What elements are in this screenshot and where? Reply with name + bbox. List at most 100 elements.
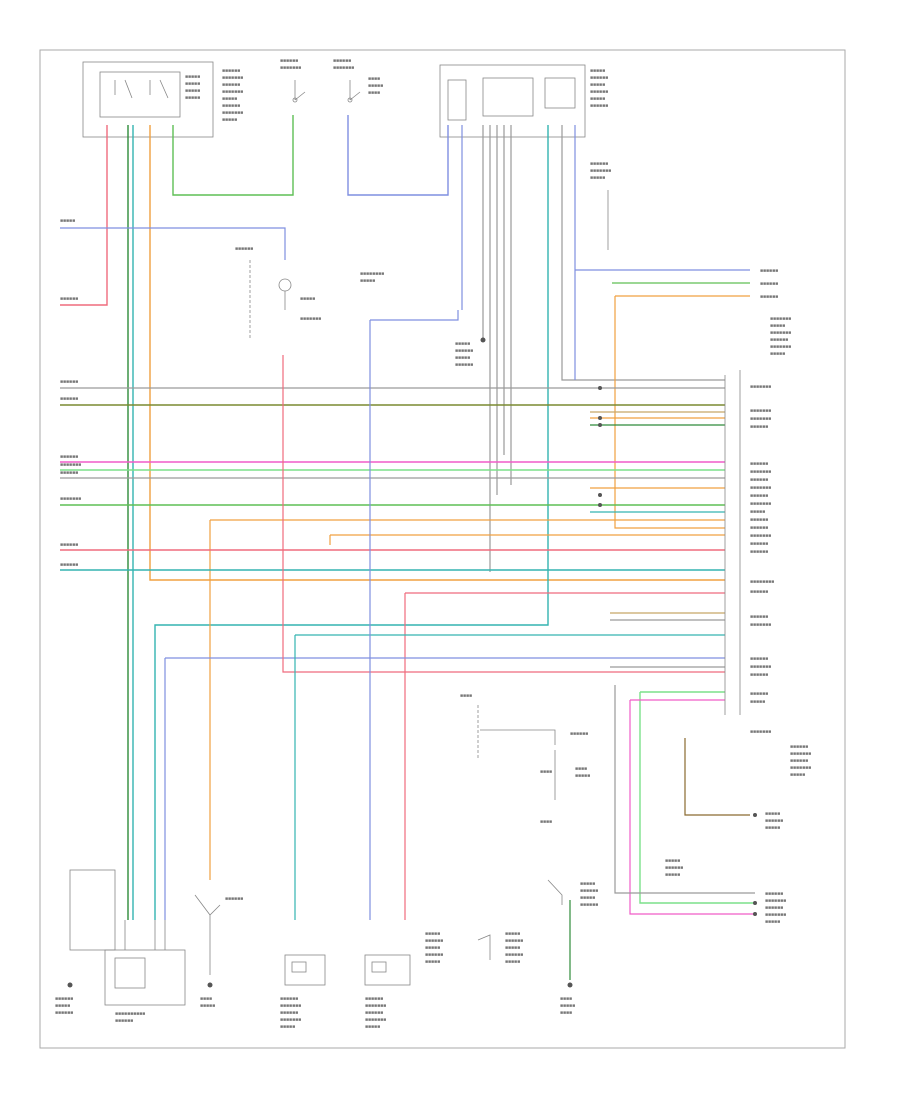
svg-text:■■■■: ■■■■ — [200, 996, 212, 1002]
svg-text:■■■■■■■: ■■■■■■■ — [280, 1017, 301, 1023]
relay-text-block-left: ■■■■■■ ■■■■■■■ ■■■■■■ ■■■■■■■ ■■■■■ ■■■■… — [222, 68, 243, 123]
svg-text:■■■■■: ■■■■■ — [575, 773, 590, 779]
svg-text:■■■■■■: ■■■■■■ — [760, 294, 778, 300]
svg-text:■■■■■■■: ■■■■■■■ — [765, 912, 786, 918]
turbine-speed-sensor: ■■■■■■ ■■■■■■■ ■■■■■■ ■■■■■■■ ■■■■■ — [364, 954, 411, 1030]
svg-text:■■■■■: ■■■■■ — [765, 825, 780, 831]
svg-text:■■■■■: ■■■■■ — [765, 811, 780, 817]
wire-orange-h3 — [209, 519, 725, 880]
svg-text:■■■■■■■: ■■■■■■■ — [750, 416, 771, 422]
svg-text:■■■■■■■: ■■■■■■■ — [750, 408, 771, 414]
svg-text:■■■■■: ■■■■■ — [425, 931, 440, 937]
svg-text:■■■■■: ■■■■■ — [505, 959, 520, 965]
svg-text:■■■■■■: ■■■■■■ — [750, 493, 768, 499]
wire-blue-h2 — [164, 657, 725, 920]
svg-text:■■■■■■: ■■■■■■ — [750, 549, 768, 555]
svg-text:■■■■: ■■■■ — [460, 693, 472, 699]
center-label-block: ■■■■■■■■ ■■■■■ — [360, 271, 384, 284]
svg-text:■■■■■: ■■■■■ — [455, 341, 470, 347]
svg-text:■■■■■■: ■■■■■■ — [280, 58, 298, 64]
svg-text:■■■■■■: ■■■■■■ — [115, 1018, 133, 1024]
svg-text:■■■■■■■: ■■■■■■■ — [750, 729, 771, 735]
svg-text:■■■■■: ■■■■■ — [665, 872, 680, 878]
svg-text:■■■■: ■■■■ — [560, 1010, 572, 1016]
svg-text:■■■■■■: ■■■■■■ — [790, 744, 808, 750]
ignition-switch-2: ■■■■■■ ■■■■■■■ ■■■■ ■■■■■ ■■■■ — [333, 58, 383, 103]
svg-text:■■■■■: ■■■■■ — [770, 323, 785, 329]
svg-text:■■■■■: ■■■■■ — [280, 1024, 295, 1030]
wire-teal-h3 — [294, 634, 725, 920]
svg-text:■■■■: ■■■■ — [368, 90, 380, 96]
wire-red-h3 — [282, 355, 725, 673]
svg-text:■■■■■■: ■■■■■■ — [222, 82, 240, 88]
svg-text:■■■■■: ■■■■■ — [750, 509, 765, 515]
svg-text:■■■■■■: ■■■■■■ — [750, 589, 768, 595]
svg-text:■■■■■: ■■■■■ — [455, 355, 470, 361]
svg-text:■■■■■■■: ■■■■■■■ — [590, 168, 611, 174]
svg-text:■■■■■: ■■■■■ — [300, 296, 315, 302]
svg-text:■■■■■■: ■■■■■■ — [280, 1010, 298, 1016]
svg-text:■■■■■: ■■■■■ — [425, 959, 440, 965]
wire-red-h2 — [404, 592, 725, 920]
svg-text:■■■■■■: ■■■■■■ — [60, 542, 78, 548]
svg-text:■■■■■■: ■■■■■■ — [455, 348, 473, 354]
svg-text:■■■■■■: ■■■■■■ — [750, 424, 768, 430]
svg-text:■■■■■■: ■■■■■■ — [55, 996, 73, 1002]
svg-text:■■■■■■: ■■■■■■ — [333, 58, 351, 64]
svg-text:■■■■■■: ■■■■■■ — [365, 996, 383, 1002]
wire-orange-1 — [149, 125, 725, 581]
svg-text:■■■■■: ■■■■■ — [222, 117, 237, 123]
brake-switch: ■■■■ ■■■■■■ ■■■■ ■■■■■ ■■■■ ■■■■ ■■■■■ ■… — [460, 693, 598, 1016]
svg-text:■■■■■■: ■■■■■■ — [60, 470, 78, 476]
bottom-right-connector: ■■■■■■ ■■■■■■■ ■■■■■■ ■■■■■■■ ■■■■■ ■■■■… — [665, 858, 786, 925]
svg-text:■■■■: ■■■■ — [540, 819, 552, 825]
svg-text:■■■■■■: ■■■■■■ — [222, 68, 240, 74]
svg-text:■■■■■: ■■■■■ — [185, 88, 200, 94]
output-shaft-sensor: ■■■■■ ■■■■■■ ■■■■■ ■■■■■■ ■■■■■ ■■■■■ ■■… — [425, 931, 523, 965]
svg-text:■■■■: ■■■■ — [560, 996, 572, 1002]
svg-text:■■■■■: ■■■■■ — [222, 96, 237, 102]
fuel-pump-module: ■■■■■■ ■■■■■ ■■■■■■ ■■■■■■■■■■ ■■■■■■ — [55, 869, 186, 1024]
svg-text:■■■■■■: ■■■■■■ — [55, 1010, 73, 1016]
svg-text:■■■■■■■: ■■■■■■■ — [750, 485, 771, 491]
svg-text:■■■■■■: ■■■■■■ — [280, 996, 298, 1002]
svg-text:■■■■■: ■■■■■ — [580, 881, 595, 887]
svg-text:■■■■■: ■■■■■ — [360, 278, 375, 284]
wire-teal-2 — [154, 125, 549, 920]
wire-blue-h3 — [369, 310, 459, 920]
ignition-switch-1: ■■■■■■ ■■■■■■■ — [280, 58, 306, 103]
svg-text:■■■■■■: ■■■■■■ — [580, 888, 598, 894]
svg-text:■■■■■■■: ■■■■■■■ — [280, 65, 301, 71]
ecm-connector: ■■■■■■■ ■■■■■■■ ■■■■■■■ ■■■■■■ ■■■■■■ ■■… — [724, 370, 774, 735]
svg-text:■■■■■■: ■■■■■■ — [765, 905, 783, 911]
svg-text:■■■■■■■: ■■■■■■■ — [750, 664, 771, 670]
svg-text:■■■■■■: ■■■■■■ — [235, 246, 253, 252]
svg-text:■■■■■■: ■■■■■■ — [750, 477, 768, 483]
svg-text:■■■■■: ■■■■■ — [60, 218, 75, 224]
wire-blue-1 — [347, 115, 449, 196]
svg-text:■■■■: ■■■■ — [575, 766, 587, 772]
svg-text:■■■■■■: ■■■■■■ — [455, 362, 473, 368]
svg-text:■■■■■■: ■■■■■■ — [505, 938, 523, 944]
svg-text:■■■■■■■: ■■■■■■■ — [365, 1003, 386, 1009]
svg-text:■■■■■■: ■■■■■■ — [590, 89, 608, 95]
svg-text:■■■■■: ■■■■■ — [770, 351, 785, 357]
wire-gray-r — [614, 685, 755, 894]
svg-text:■■■■■■: ■■■■■■ — [365, 1010, 383, 1016]
svg-text:■■■■■■: ■■■■■■ — [760, 268, 778, 274]
svg-text:■■■■■■■: ■■■■■■■ — [790, 765, 811, 771]
svg-text:■■■■■■■: ■■■■■■■ — [770, 344, 791, 350]
inertia-switch: ■■■■■ ■■■■■■■ ■■■■■■ — [235, 246, 321, 340]
svg-text:■■■■■: ■■■■■ — [590, 175, 605, 181]
fuel-pump-relay-top: ■■■■■ ■■■■■ ■■■■■ ■■■■■ — [82, 61, 214, 138]
svg-text:■■■■■■: ■■■■■■ — [505, 952, 523, 958]
svg-text:■■■■■■■: ■■■■■■■ — [750, 469, 771, 475]
right-top-terminal-labels: ■■■■■■ ■■■■■■ ■■■■■■ — [760, 268, 778, 300]
splices — [480, 337, 602, 507]
svg-text:■■■■■■: ■■■■■■ — [750, 461, 768, 467]
svg-text:■■■■■: ■■■■■ — [790, 772, 805, 778]
wire-red-1 — [60, 125, 108, 306]
svg-text:■■■■■■: ■■■■■■ — [570, 731, 588, 737]
svg-text:■■■■■■■: ■■■■■■■ — [60, 462, 81, 468]
